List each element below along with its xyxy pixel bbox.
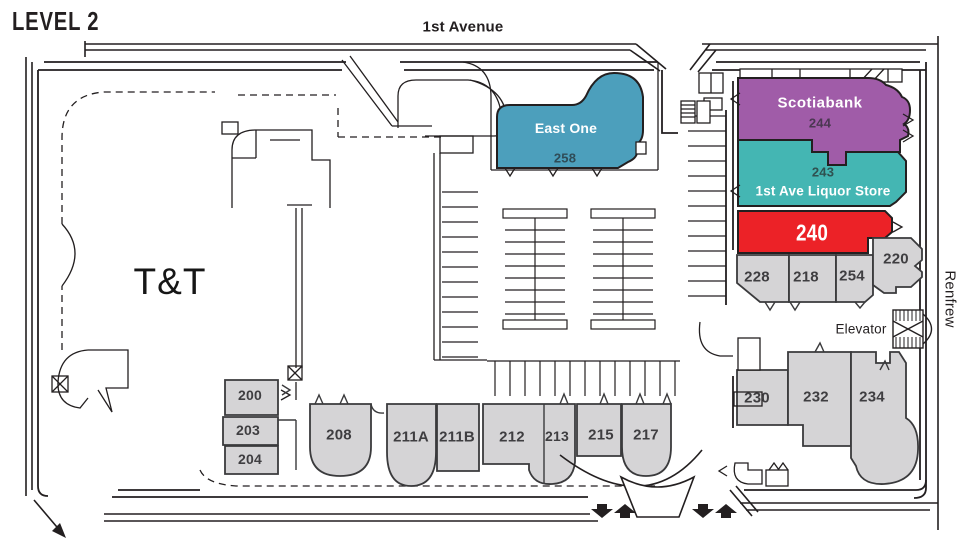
unit-208-shape [309, 403, 372, 477]
unit-label-215: 215 [588, 426, 614, 444]
unit-203-shape [222, 416, 279, 446]
page-title: LEVEL 2 [12, 6, 100, 36]
up-arrow-icon [614, 504, 636, 518]
unit-label-230: 230 [744, 389, 770, 407]
unit-label-234: 234 [859, 388, 885, 406]
unit-label-204: 204 [238, 451, 262, 467]
tenant-label-east-one: East One [534, 120, 598, 136]
building-outline [37, 61, 927, 499]
unit-label-211a: 211A [393, 428, 429, 446]
tenant-scotiabank-shape[interactable] [729, 77, 915, 166]
tenant-label-tt[interactable]: T&T [133, 261, 207, 302]
tenant-label-liquor-store: 1st Ave Liquor Store [755, 183, 891, 199]
unit-label-208: 208 [326, 426, 352, 444]
unit-label-212: 212 [499, 428, 525, 446]
unit-label-203: 203 [236, 422, 260, 438]
tenant-label-scotiabank: Scotiabank [777, 94, 863, 112]
unit-220-shape [872, 237, 923, 294]
entrance-area [559, 449, 759, 518]
unit-211a-shape [386, 403, 437, 487]
entrance-arrows [591, 504, 737, 518]
vestibule-structures [698, 321, 789, 487]
unit-204-shape [224, 445, 279, 475]
tenant-liquor-store-shape[interactable] [729, 139, 907, 207]
unit-label-244: 244 [808, 115, 832, 131]
unit-label-243: 243 [811, 164, 835, 180]
up-arrow-icon [715, 504, 737, 518]
unit-label-217: 217 [633, 426, 659, 444]
street-lines [25, 36, 939, 538]
down-arrow-icon [692, 504, 714, 518]
unit-212-213-shape [482, 403, 576, 485]
unit-234-shape [850, 351, 919, 485]
unit-label-232: 232 [803, 388, 829, 406]
unit-detail-lines [278, 301, 890, 483]
unit-label-211b: 211B [439, 428, 475, 446]
unit-215-shape [576, 403, 622, 457]
tt-interior-walls [51, 55, 659, 487]
unit-label-228: 228 [744, 268, 770, 286]
down-arrow-icon [591, 504, 613, 518]
tenant-east-one-shape[interactable] [496, 71, 647, 178]
unit-254-shape [835, 254, 874, 303]
street-label-1st-avenue: 1st Avenue [422, 18, 504, 36]
elevator-label: Elevator [835, 321, 887, 337]
parking-stalls [442, 115, 726, 396]
unit-label-213: 213 [545, 428, 569, 444]
unit-217-shape [621, 403, 672, 477]
unit-label-240: 240 [796, 219, 828, 246]
unit-label-254: 254 [839, 267, 865, 285]
unit-label-200: 200 [238, 387, 262, 403]
unit-200-shape [224, 379, 279, 416]
unit-211b-shape [436, 403, 480, 472]
unit-label-220: 220 [883, 250, 909, 268]
street-label-renfrew: Renfrew [941, 270, 959, 328]
elevator-icon [892, 309, 933, 349]
unit-label-258: 258 [553, 150, 577, 166]
unit-label-218: 218 [793, 268, 819, 286]
gray-units[interactable] [222, 237, 923, 487]
